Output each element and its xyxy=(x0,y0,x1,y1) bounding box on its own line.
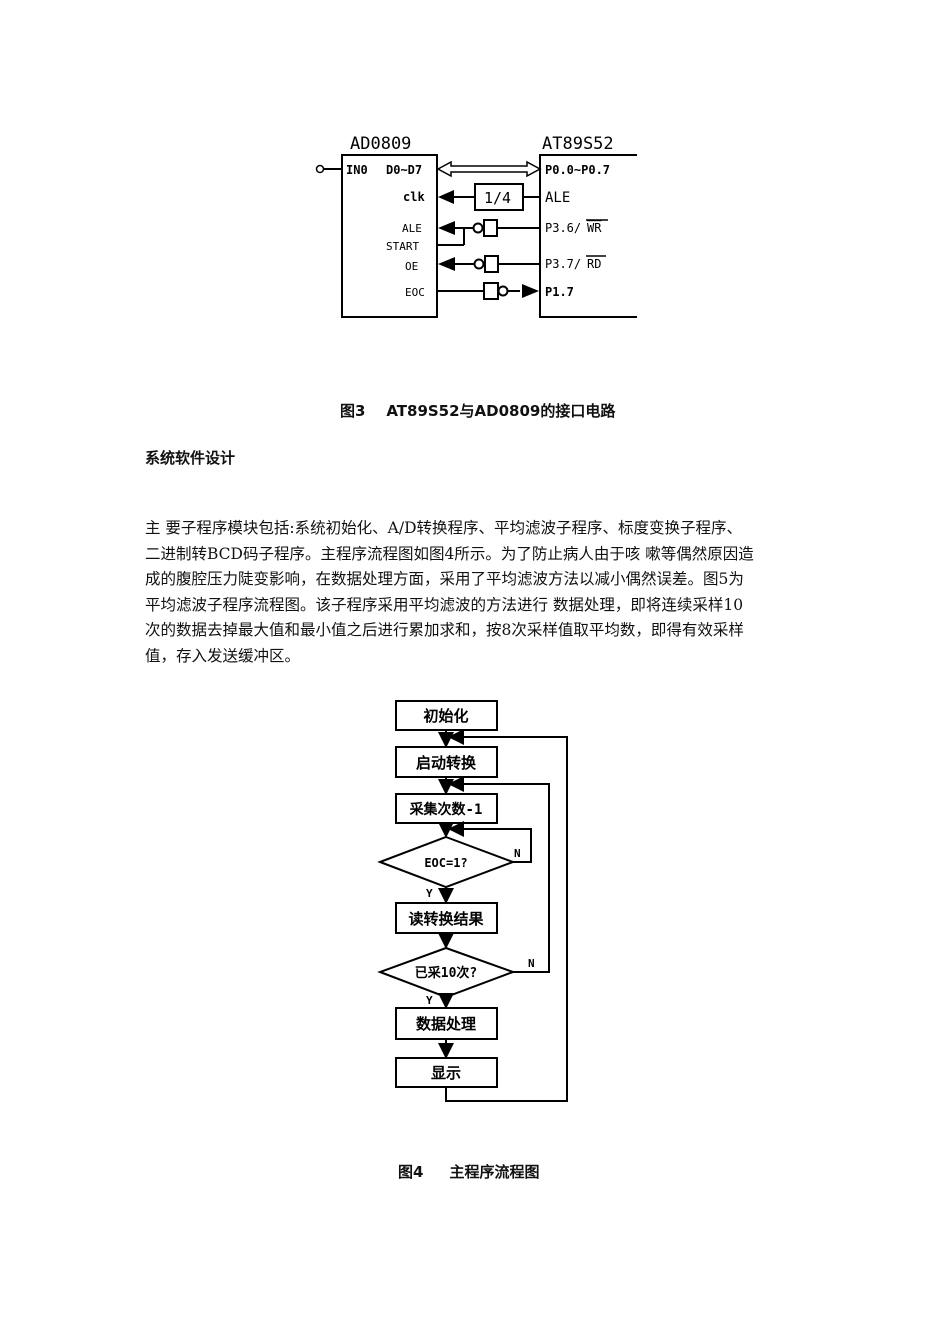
paragraph-line: 二进制转BCD码子程序。主程序流程图如图4所示。为了防止病人由于咳 嗽等偶然原因… xyxy=(145,544,754,563)
pin-wr: WR xyxy=(587,221,602,235)
pin-start: START xyxy=(386,240,419,253)
pin-in0: IN0 xyxy=(346,163,368,177)
rd-gate xyxy=(484,255,499,273)
pin-d0-d7: D0~D7 xyxy=(386,163,422,177)
in0-terminal xyxy=(315,164,325,174)
step-start-convert xyxy=(395,746,498,778)
data-bus-arrow xyxy=(436,160,542,178)
wr-gate xyxy=(483,219,498,237)
step-count-dec xyxy=(395,793,498,824)
paragraph-line: 值，存入发送缓冲区。 xyxy=(145,646,301,665)
figure3-caption: 图3 AT89S52与AD0809的接口电路 xyxy=(340,402,616,420)
section-heading: 系统软件设计 xyxy=(145,449,236,467)
pin-p36: P3.6/ xyxy=(545,221,581,235)
pin-p37: P3.7/ xyxy=(545,257,581,271)
body-paragraph: 主 要子程序模块包括:系统初始化、A/D转换程序、平均滤波子程序、标度变换子程序… xyxy=(145,516,810,670)
ad0809-label: AD0809 xyxy=(350,134,411,154)
pin-p0: P0.0~P0.7 xyxy=(545,163,610,177)
samples-no-label: N xyxy=(528,957,535,970)
ad0809-chip xyxy=(341,154,438,318)
paragraph-line: 成的腹腔压力陡变影响，在数据处理方面，采用了平均滤波方法以减小偶然误差。图5为 xyxy=(145,570,744,589)
eoc-no-label: N xyxy=(514,847,521,860)
step-read-label: 读转换结果 xyxy=(408,910,484,928)
pin-clk: clk xyxy=(403,190,425,204)
divider-label: 1/4 xyxy=(484,189,511,207)
step-display-label: 显示 xyxy=(431,1064,461,1082)
step-start-label: 启动转换 xyxy=(416,754,477,772)
step-init-label: 初始化 xyxy=(423,707,468,725)
step-init xyxy=(395,700,498,731)
eoc-yes-label: Y xyxy=(426,887,433,900)
oe-arrow xyxy=(438,257,455,271)
step-process-label: 数据处理 xyxy=(416,1015,476,1033)
pin-p17: P1.7 xyxy=(545,285,574,299)
decision-eoc-label: EOC=1? xyxy=(424,856,467,870)
samples-yes-label: Y xyxy=(426,994,433,1007)
interface-circuit-diagram: AD0809 AT89S52 IN0 D0~D7 clk ALE START O… xyxy=(315,134,637,318)
step-count-label: 采集次数-1 xyxy=(409,801,483,818)
eoc-gate xyxy=(483,282,499,300)
pin-ale-left: ALE xyxy=(402,222,422,235)
clk-arrow xyxy=(438,190,454,204)
figure4-caption: 图4 主程序流程图 xyxy=(398,1163,540,1181)
paragraph-line: 主 要子程序模块包括:系统初始化、A/D转换程序、平均滤波子程序、标度变换子程序… xyxy=(145,519,742,537)
pin-rd: RD xyxy=(587,257,601,271)
ale-arrow xyxy=(438,221,455,235)
main-flowchart: 初始化 启动转换 采集次数-1 EOC=1? 读转换结果 已采10次? 数据处理… xyxy=(377,700,568,1102)
decision-10-label: 已采10次? xyxy=(415,965,477,981)
at89s52-label: AT89S52 xyxy=(542,134,614,154)
at89s52-chip xyxy=(539,154,637,318)
pin-oe: OE xyxy=(405,260,418,273)
pin-ale-right: ALE xyxy=(545,190,570,206)
p17-arrow xyxy=(522,284,539,298)
paragraph-line: 次的数据去掉最大值和最小值之后进行累加求和，按8次采样值取平均数，即得有效采样 xyxy=(145,621,744,640)
pin-eoc: EOC xyxy=(405,286,425,299)
paragraph-line: 平均滤波子程序流程图。该子程序采用平均滤波的方法进行 数据处理，即将连续采样10 xyxy=(145,595,744,614)
